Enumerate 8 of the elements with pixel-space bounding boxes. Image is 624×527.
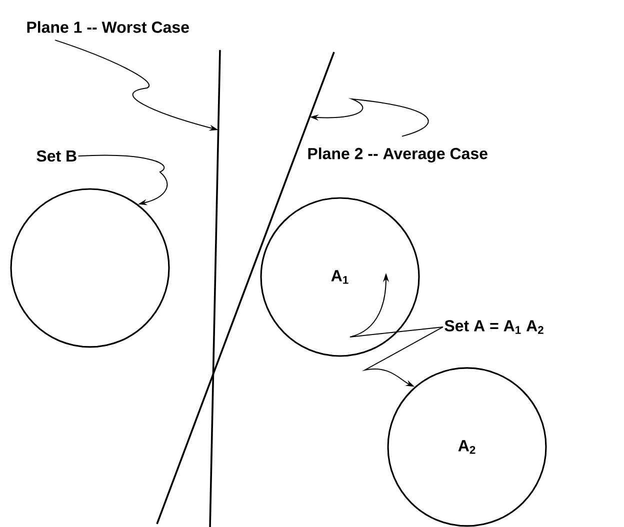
callout-label: Plane 2 -- Average Case — [308, 148, 488, 162]
callout-label: Set A = A$_{1}$ A$_{2}$ — [444, 320, 544, 334]
callout-label: Plane 1 -- Worst Case — [27, 21, 189, 33]
leader-line — [78, 154, 168, 206]
plane-line — [209, 50, 221, 527]
leader-line — [364, 326, 444, 387]
set-circle — [10, 188, 170, 348]
callout-label: Set B — [36, 150, 76, 162]
